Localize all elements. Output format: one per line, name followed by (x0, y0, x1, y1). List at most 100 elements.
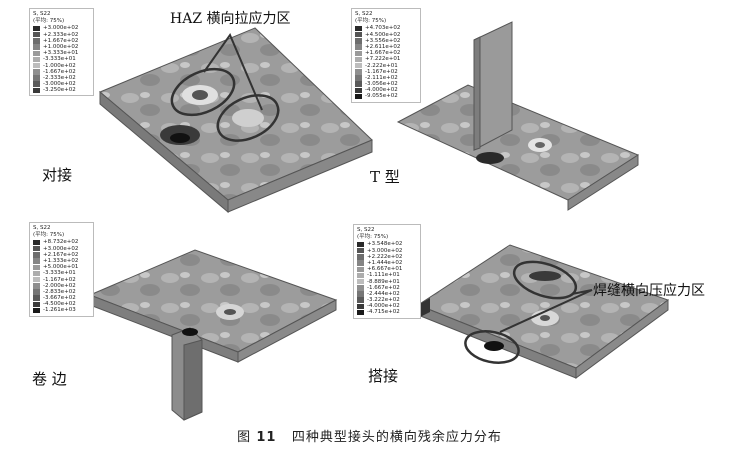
lap-legend: S, S22 (平均: 75%) +3.548e+02+3.000e+02+2.… (353, 224, 421, 319)
legend-swatch (357, 309, 364, 316)
legend-swatch (357, 260, 364, 266)
legend-swatch (33, 87, 40, 94)
butt-label: 对接 (42, 166, 73, 184)
caption-number: 11 (256, 430, 277, 445)
legend-row: -1.167e+02 (33, 277, 90, 283)
legend-swatch (33, 283, 40, 289)
legend-swatch (33, 301, 40, 308)
legend-value: -1.667e+02 (367, 284, 400, 291)
legend-value: -1.261e+03 (43, 307, 76, 314)
legend-value: +4.500e+02 (365, 31, 401, 38)
legend-swatch (33, 252, 40, 258)
legend-swatch (357, 272, 364, 279)
butt-joint-plate (99, 27, 373, 214)
legend-row: +1.667e+02 (355, 50, 417, 56)
legend-row: -3.000e+02 (33, 81, 90, 87)
legend-row: +4.703e+02 (355, 25, 417, 31)
legend-row: -2.333e+02 (33, 75, 90, 81)
legend-row: -2.111e+02 (355, 75, 417, 81)
legend-value: -1.167e+02 (365, 68, 398, 75)
legend-value: +7.222e+01 (365, 56, 401, 63)
legend-swatch (33, 270, 40, 277)
legend-row: +3.000e+02 (357, 248, 417, 254)
legend-row: -4.000e+02 (355, 87, 417, 93)
legend-row: +1.444e+02 (357, 260, 417, 266)
legend-swatch (355, 87, 362, 94)
legend-rows: +4.703e+02+4.500e+02+3.556e+02+2.611e+02… (355, 25, 417, 99)
legend-value: +6.667e+01 (367, 266, 403, 273)
legend-swatch (33, 50, 40, 56)
legend-swatch (357, 285, 364, 291)
legend-swatch (355, 62, 362, 69)
legend-swatch (33, 25, 40, 32)
legend-row: -3.667e+02 (33, 295, 90, 301)
legend-row: -2.000e+02 (33, 283, 90, 289)
legend-value: -3.333e+01 (43, 270, 76, 277)
legend-row: -2.444e+02 (357, 291, 417, 297)
legend-rows: +3.548e+02+3.000e+02+2.222e+02+1.444e+02… (357, 241, 417, 315)
legend-swatch (33, 289, 40, 295)
legend-row: -3.333e+01 (33, 270, 90, 276)
legend-value: +1.667e+02 (43, 37, 79, 44)
legend-row: -1.261e+03 (33, 307, 90, 313)
legend-value: -2.222e+01 (365, 62, 398, 69)
legend-row: -1.167e+02 (355, 69, 417, 75)
lap-label: 搭接 (368, 367, 399, 385)
legend-value: +2.611e+02 (365, 43, 401, 50)
legend-subtitle: (平均: 75%) (33, 232, 65, 239)
legend-row: +2.167e+02 (33, 252, 90, 258)
legend-value: -1.000e+02 (43, 62, 76, 69)
legend-swatch (33, 239, 40, 246)
legend-value: +8.732e+02 (43, 239, 79, 246)
legend-swatch (33, 258, 40, 264)
legend-row: +3.556e+02 (355, 38, 417, 44)
legend-value: -3.667e+02 (43, 295, 76, 302)
legend-row: -2.222e+01 (355, 63, 417, 69)
legend-row: -8.889e+01 (357, 279, 417, 285)
flange-label: 卷 边 (32, 370, 67, 388)
legend-row: +2.222e+02 (357, 254, 417, 260)
legend-row: +6.667e+01 (357, 266, 417, 272)
flange-plate (88, 249, 338, 421)
legend-value: -2.111e+02 (365, 74, 398, 81)
legend-value: +2.333e+02 (43, 31, 79, 38)
t-joint-label: T 型 (370, 168, 400, 186)
legend-swatch (357, 303, 364, 310)
legend-value: -9.055e+02 (365, 93, 398, 100)
legend-value: -4.000e+02 (365, 87, 398, 94)
legend-row: -4.000e+02 (357, 303, 417, 309)
legend-row: -3.056e+02 (355, 81, 417, 87)
legend-row: -1.000e+02 (33, 63, 90, 69)
legend-swatch (357, 241, 364, 248)
legend-value: -2.444e+02 (367, 290, 400, 297)
legend-swatch (357, 266, 364, 272)
legend-row: +5.000e+01 (33, 264, 90, 270)
figure-caption: 图 11 四种典型接头的横向残余应力分布 (0, 426, 739, 445)
legend-value: -4.500e+02 (43, 301, 76, 308)
legend-row: +7.222e+01 (355, 56, 417, 62)
legend-value: -3.250e+02 (43, 87, 76, 94)
legend-rows: +3.000e+02+2.333e+02+1.667e+02+1.000e+02… (33, 25, 90, 93)
flange-legend: S, S22 (平均: 75%) +8.732e+02+3.000e+02+2.… (29, 222, 94, 317)
legend-row: +3.000e+02 (33, 246, 90, 252)
legend-swatch (33, 81, 40, 87)
legend-value: -2.333e+02 (43, 74, 76, 81)
legend-value: -1.667e+02 (43, 68, 76, 75)
legend-value: +1.444e+02 (367, 259, 403, 266)
legend-swatch (355, 31, 362, 38)
haz-ellipses (170, 32, 280, 142)
legend-value: -1.111e+01 (367, 272, 400, 279)
legend-swatch (33, 264, 40, 270)
legend-value: -2.833e+02 (43, 288, 76, 295)
legend-row: -3.222e+02 (357, 297, 417, 303)
legend-swatch (355, 44, 362, 50)
legend-value: -3.056e+02 (365, 81, 398, 88)
legend-swatch (357, 247, 364, 254)
legend-value: +1.000e+02 (43, 43, 79, 50)
legend-swatch (33, 307, 40, 314)
legend-row: -2.833e+02 (33, 289, 90, 295)
legend-swatch (33, 245, 40, 252)
legend-value: +1.333e+02 (43, 257, 79, 264)
lap-plate (416, 244, 670, 379)
